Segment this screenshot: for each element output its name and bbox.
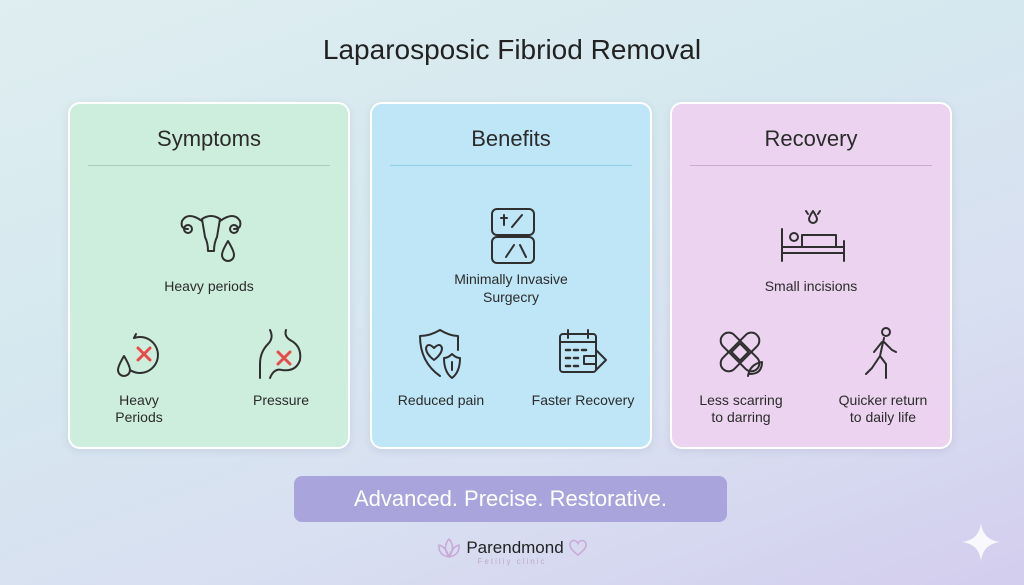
walking-person-icon: [865, 327, 897, 379]
main-label: Minimally Invasive Surgecry: [454, 271, 568, 305]
sub-label: Heavy Periods: [115, 392, 163, 425]
sub-label: Pressure: [252, 392, 310, 408]
bandage-leaf-icon: [719, 331, 763, 377]
divider: [390, 165, 632, 166]
drop-cycle-icon: [117, 333, 159, 377]
main-label: Small incisions: [764, 278, 858, 294]
shield-heart-icon: [419, 329, 461, 379]
main-label: Heavy periods: [164, 278, 254, 294]
card-title: Recovery: [764, 126, 858, 151]
sub-item: Faster Recovery: [518, 326, 648, 409]
clinic-logo: Parendmond Fetiliy clinic: [0, 537, 1024, 566]
tagline-banner: Advanced. Precise. Restorative.: [294, 476, 727, 522]
card-title: Symptoms: [157, 126, 261, 151]
uterus-icon: [180, 215, 242, 262]
heart-icon: [569, 539, 587, 556]
divider: [88, 165, 330, 166]
calendar-arrow-icon: [559, 329, 607, 373]
page-title: Laparosposic Fibriod Removal: [322, 34, 702, 65]
clinic-tagline: Fetiliy clinic: [477, 557, 547, 566]
divider: [690, 165, 932, 166]
sub-label: Quicker return to daily life: [838, 392, 928, 425]
lotus-icon: [438, 538, 460, 558]
incision-panels-icon: [491, 208, 535, 264]
clinic-name: Parendmond: [466, 538, 564, 557]
sub-item: Less scarring to darring: [676, 326, 806, 426]
sub-label: Reduced pain: [397, 392, 485, 408]
sub-item: Pressure: [216, 326, 346, 409]
hospital-bed-icon: [781, 210, 845, 262]
sub-label: Faster Recovery: [531, 392, 635, 408]
symptoms-card: Symptoms Heavy periods Heavy Periods Pre…: [68, 102, 350, 449]
sub-item: Quicker return to daily life: [818, 326, 948, 426]
sub-item: Heavy Periods: [74, 326, 204, 426]
sub-item: Reduced pain: [376, 326, 506, 409]
sub-label: Less scarring to darring: [699, 392, 783, 425]
sparkle-icon: [962, 523, 1000, 561]
benefits-card: Benefits Minimally Invasive Surgecry Red…: [370, 102, 652, 449]
stomach-icon: [259, 329, 302, 379]
recovery-card: Recovery Small incisions Less scarring t…: [670, 102, 952, 449]
card-title: Benefits: [471, 126, 551, 151]
